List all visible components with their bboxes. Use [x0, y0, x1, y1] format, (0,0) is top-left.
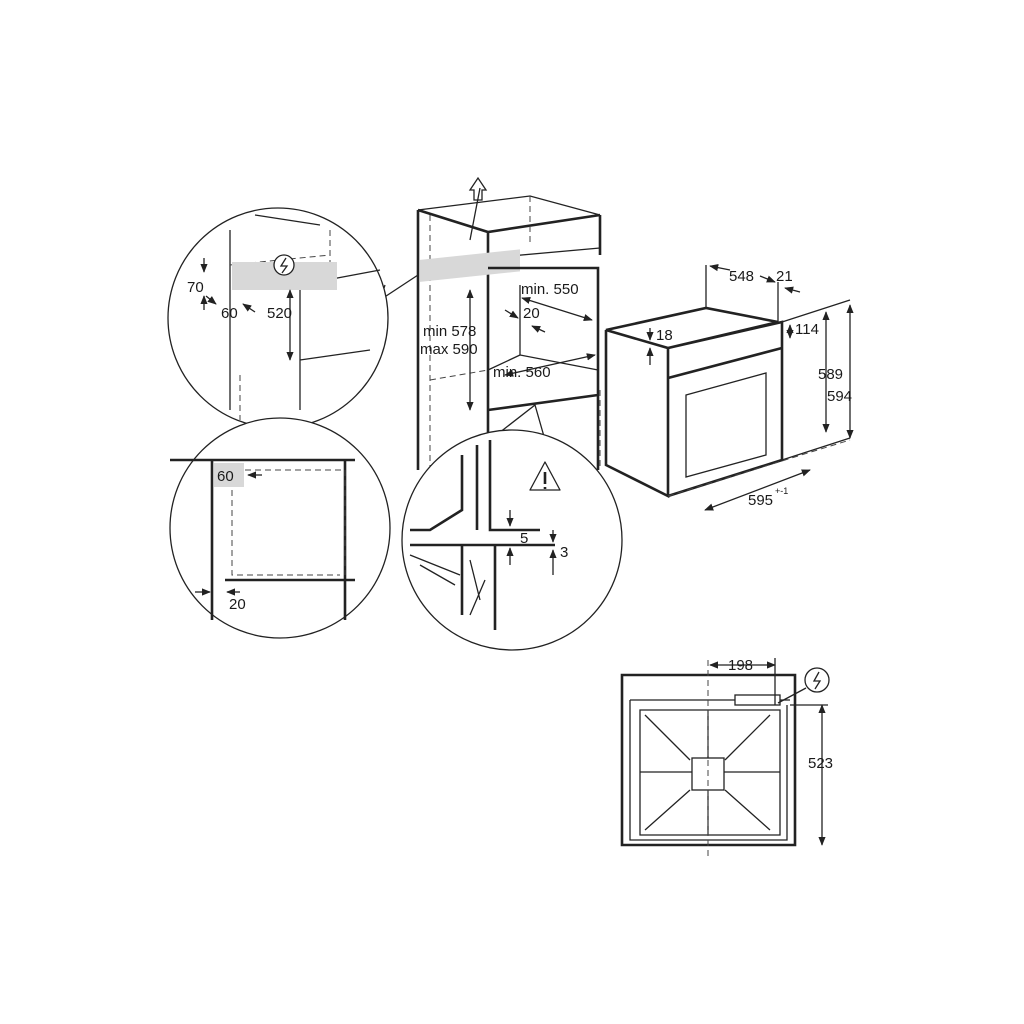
oven-height-inner-label: 589	[818, 366, 843, 383]
max-height-label: max 590	[420, 341, 478, 358]
oven-depth-label: 548	[729, 268, 754, 285]
oven-front-label: 21	[776, 268, 793, 285]
detail-circle-top-left	[167, 207, 389, 429]
oven-panel-label: 114	[795, 321, 819, 338]
rear-view-drawing	[620, 658, 830, 860]
vent-60-label: 60	[217, 468, 234, 485]
oven-width-label: 595	[748, 492, 773, 509]
gap-20-label: 20	[229, 596, 246, 613]
min-height-label: min 578	[423, 323, 476, 340]
cabinet-drawing	[378, 176, 602, 470]
gap-label: 20	[523, 305, 540, 322]
oven-height-outer-label: 594	[827, 388, 852, 405]
min-width-label: min. 560	[493, 364, 551, 381]
gap-5-label: 5	[520, 530, 528, 547]
min-depth-label: min. 550	[521, 281, 579, 298]
dim-70-label: 70	[187, 279, 204, 296]
detail-circle-bottom-mid	[401, 403, 623, 651]
oven-drawing	[604, 264, 854, 511]
rear-height-label: 523	[808, 755, 833, 772]
oven-top-label: 18	[656, 327, 673, 344]
rear-offset-label: 198	[728, 657, 753, 674]
dim-520-label: 520	[267, 305, 292, 322]
gap-3-label: 3	[560, 544, 568, 561]
oven-width-tolerance: +-1	[775, 486, 788, 496]
dim-60-label: 60	[221, 305, 238, 322]
detail-circle-bottom-left	[169, 417, 391, 639]
